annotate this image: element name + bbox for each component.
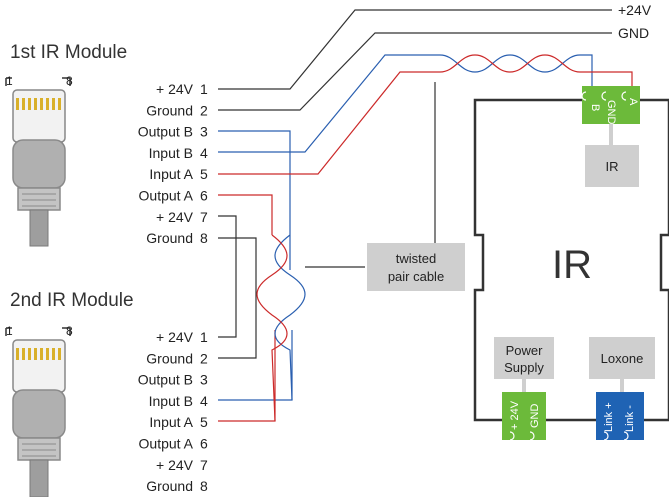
wire-24v-bridge [218, 215, 237, 338]
module-1-pin-left: 1 [6, 74, 13, 88]
cable-label-box [367, 243, 465, 291]
wire-input-a-2 [218, 330, 276, 422]
rj45-connector-1 [5, 77, 71, 247]
module-1-pin-7-number: 7 [200, 209, 208, 225]
module-2-pin-1-number: 1 [200, 329, 208, 345]
ir-terminal-pin-a: A [627, 98, 639, 106]
module-2-pin-5-number: 5 [200, 414, 208, 430]
module-1-pin-6-number: 6 [200, 188, 208, 204]
module-2-pin-5-name: Input A [149, 414, 193, 430]
wire-input-a-1 [218, 71, 440, 175]
module-2-pin-2-name: Ground [146, 350, 193, 366]
supply-24v-label: +24V [618, 2, 652, 18]
ir-terminal-pin-gnd: GND [605, 100, 617, 125]
ir-terminal-block: B GND A [581, 86, 640, 125]
module-2-pin-4-name: Input B [149, 393, 193, 409]
module-1-pin-3-name: Output B [138, 124, 193, 140]
module-1-pin-4-name: Input B [149, 145, 193, 161]
module-2-pin-6-name: Output A [139, 436, 194, 452]
wire-24v-supply [218, 9, 612, 90]
module-1-pin-8-name: Ground [146, 230, 193, 246]
ir-terminal-caption-box [585, 145, 639, 187]
ir-terminal-caption: IR [606, 159, 619, 174]
module-1-pin-8-number: 8 [200, 230, 208, 246]
power-terminal-pin-gnd: GND [529, 404, 541, 429]
module-1-title: 1st IR Module [10, 42, 127, 63]
loxone-caption: Loxone [601, 351, 644, 366]
loxone-terminal-pin-link-minus: Link - [624, 405, 636, 432]
module-1-pin-right: 8 [66, 74, 73, 88]
module-2-pin-1-name: + 24V [156, 329, 194, 345]
module-2-pin-8-number: 8 [200, 478, 208, 494]
module-1-pin-2-number: 2 [200, 102, 208, 118]
wire-gnd-supply [218, 32, 612, 111]
module-2-pin-8-name: Ground [146, 478, 193, 494]
module-2-pin-4-number: 4 [200, 393, 208, 409]
power-terminal-block: + 24V GND [502, 392, 546, 441]
wire-input-b-1 [218, 54, 440, 153]
module-1-pin-7-name: + 24V [156, 209, 194, 225]
power-caption-box [494, 337, 554, 379]
ir-terminal-pin-b: B [589, 104, 601, 111]
cable-label-line-1: twisted [396, 251, 436, 266]
rj45-connector-2 [5, 327, 71, 497]
module-2-pin-2-number: 2 [200, 350, 208, 366]
power-terminal-pin-24v: + 24V [509, 400, 521, 430]
module-1-pin-1-number: 1 [200, 81, 208, 97]
wire-input-b-2 [218, 330, 293, 401]
wire-ground-bridge [218, 237, 257, 359]
module-1-pin-4-number: 4 [200, 145, 208, 161]
module-1-pin-5-number: 5 [200, 166, 208, 182]
module-1-pin-6-name: Output A [139, 188, 194, 204]
power-caption-line-2: Supply [504, 360, 544, 375]
cable-label-line-2: pair cable [388, 269, 444, 284]
module-1-pin-3-number: 3 [200, 124, 208, 140]
module-1-pin-5-name: Input A [149, 166, 193, 182]
module-2-pin-right: 8 [66, 324, 73, 338]
module-2-pin-3-name: Output B [138, 372, 193, 388]
module-2-pin-3-number: 3 [200, 372, 208, 388]
wire-output-a-1 [218, 194, 273, 235]
module-1-pin-2-name: Ground [146, 102, 193, 118]
loxone-caption-box [589, 337, 655, 379]
wires [218, 9, 633, 422]
module-1-pin-1-name: + 24V [156, 81, 194, 97]
wire-output-b-1 [218, 130, 291, 270]
module-2-pin-7-name: + 24V [156, 457, 194, 473]
power-caption-line-1: Power [506, 343, 544, 358]
module-2-title: 2nd IR Module [10, 290, 134, 311]
supply-gnd-label: GND [618, 25, 649, 41]
device-label: IR [552, 243, 592, 287]
module-2-pin-6-number: 6 [200, 436, 208, 452]
module-2-pin-7-number: 7 [200, 457, 208, 473]
loxone-terminal-pin-link-plus: Link + [603, 402, 615, 432]
module-2-pin-left: 1 [6, 324, 13, 338]
loxone-terminal-block: Link + Link - [596, 392, 644, 441]
